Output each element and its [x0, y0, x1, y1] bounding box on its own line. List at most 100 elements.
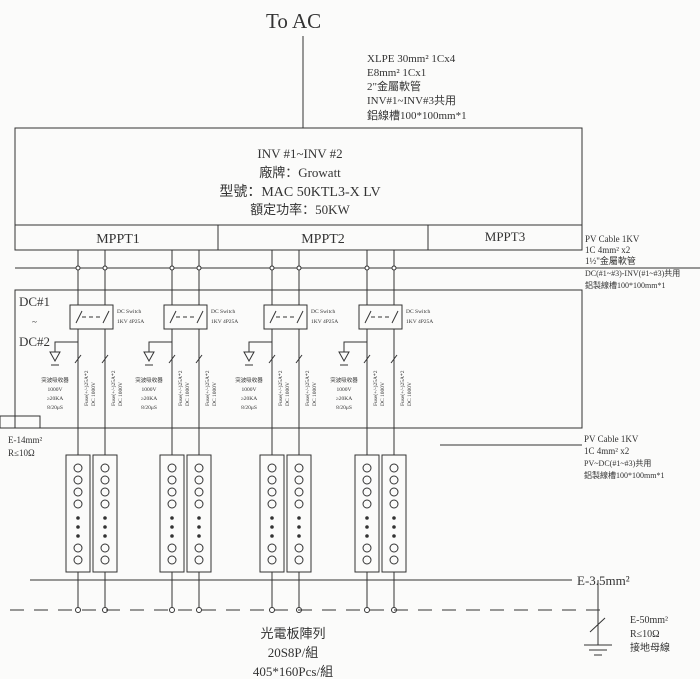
ellipsis-dot — [270, 534, 274, 538]
switch-label: DC Switch — [311, 309, 336, 315]
dc-cable-line: PV Cable 1KV — [585, 234, 640, 244]
switch-blade — [196, 310, 204, 324]
fuse-label: DC 1000V — [407, 382, 413, 406]
spd-label: 8/20μS — [141, 405, 157, 411]
ellipsis-dot — [270, 516, 274, 520]
spd-label: 1000V — [48, 387, 63, 393]
surge-arrester-icon — [243, 351, 255, 363]
fuse-label: Fuse(+/-)25A*2 — [277, 370, 284, 406]
switch-blade — [102, 310, 110, 324]
dc-cable-line: 鋁製線槽100*100mm*1 — [585, 280, 665, 290]
terminal-dot — [169, 265, 175, 271]
pv-string-panel — [186, 454, 212, 573]
ac-cable-line: 鋁線槽100*100mm*1 — [367, 108, 467, 122]
switch-label: 1KV 4P25A — [211, 319, 238, 325]
dc-cable-line: DC(#1~#3)-INV(#1~#3)共用 — [585, 269, 680, 278]
pv-module-icon — [73, 555, 83, 565]
pv-module-icon — [294, 543, 304, 553]
pv-module-icon — [194, 543, 204, 553]
ellipsis-dot — [103, 516, 107, 520]
pv-module-icon — [389, 475, 399, 485]
fuse-icon — [195, 354, 203, 364]
fuse-label: DC 1000V — [185, 382, 191, 406]
spd-label: ≥20KA — [141, 396, 157, 402]
ellipsis-dot — [103, 534, 107, 538]
spd-lead — [248, 341, 272, 352]
fuse-label: Fuse(+/-)25A*2 — [399, 370, 406, 406]
fuse-label: DC 1000V — [380, 382, 386, 406]
ellipsis-dot — [103, 525, 107, 529]
spd-label: ≥20KA — [47, 396, 63, 402]
fuse-icon — [390, 354, 398, 364]
dc-box-label: DC#1 ~ DC#2 — [19, 294, 50, 349]
pv-module-icon — [362, 499, 372, 509]
pv-module-icon — [362, 475, 372, 485]
terminal-dot — [269, 607, 275, 613]
inverter-model-range: INV #1~INV #2 — [257, 146, 342, 161]
dc1-label: DC#1 — [19, 294, 50, 309]
main-ground-resistance: R≤10Ω — [630, 629, 660, 640]
ground-wire-size: E-14mm² — [8, 435, 42, 445]
pv-module-icon — [100, 555, 110, 565]
pv-module-icon — [73, 463, 83, 473]
ellipsis-dot — [297, 534, 301, 538]
pv-module-icon — [362, 463, 372, 473]
terminal-dot — [102, 265, 108, 271]
inverter-rating: 額定功率：50KW — [250, 202, 350, 217]
switch-blade — [269, 310, 277, 324]
pv-module-icon — [194, 463, 204, 473]
pv-module-icon — [73, 487, 83, 497]
switch-label: 1KV 4P25A — [311, 319, 338, 325]
spd-label: 突波吸收器 — [330, 376, 358, 384]
pv-module-icon — [362, 487, 372, 497]
inverter-brand: 廠牌：Growatt — [259, 165, 341, 180]
spd-label: 8/20μS — [241, 405, 257, 411]
spd-lead — [343, 341, 367, 352]
ellipsis-dot — [197, 516, 201, 520]
pv-cable-line: PV Cable 1KV — [584, 434, 639, 444]
pv-module-icon — [167, 475, 177, 485]
switch-blade — [169, 310, 177, 324]
main-ground-bus: 接地母線 — [630, 641, 670, 654]
array-title: 光電板陣列 — [260, 626, 325, 641]
terminal-dot — [196, 607, 202, 613]
pv-module-icon — [73, 499, 83, 509]
ellipsis-dot — [392, 525, 396, 529]
pv-module-icon — [100, 499, 110, 509]
pv-module-icon — [100, 463, 110, 473]
pv-module-icon — [167, 463, 177, 473]
fuse-icon — [101, 354, 109, 364]
terminal-dot — [196, 265, 202, 271]
pv-module-icon — [294, 555, 304, 565]
ground-resistance: R≤10Ω — [8, 448, 35, 458]
ellipsis-dot — [392, 534, 396, 538]
ellipsis-dot — [197, 534, 201, 538]
pv-module-icon — [267, 555, 277, 565]
pv-cable-spec: PV Cable 1KV 1C 4mm² x2 PV~DC(#1~#3)共用 鋁… — [584, 434, 664, 480]
ac-cable-line: XLPE 30mm² 1Cx4 — [367, 53, 456, 65]
pv-cable-line: 鋁製線槽100*100mm*1 — [584, 470, 664, 480]
ground-terminal — [0, 415, 41, 429]
ac-cable-line: E8mm² 1Cx1 — [367, 67, 426, 79]
fuse-label: Fuse(+/-)25A*2 — [177, 370, 184, 406]
pv-module-icon — [389, 499, 399, 509]
pv-module-icon — [389, 543, 399, 553]
pv-module-icon — [194, 487, 204, 497]
terminal-dot — [364, 265, 370, 271]
pv-module-icon — [294, 487, 304, 497]
pv-cable-line: PV~DC(#1~#3)共用 — [584, 459, 651, 468]
pv-module-icon — [362, 555, 372, 565]
to-ac-label: To AC — [266, 9, 321, 33]
pv-module-icon — [100, 487, 110, 497]
pv-module-icon — [167, 555, 177, 565]
main-ground-size: E-50mm² — [630, 615, 668, 626]
pv-module-icon — [167, 499, 177, 509]
terminal-dot — [75, 265, 81, 271]
dc-cable-line: 1C 4mm² x2 — [585, 245, 630, 255]
array-count: 405*160Pcs/組 — [253, 664, 333, 679]
string-group — [143, 250, 212, 613]
pv-module-icon — [100, 543, 110, 553]
pv-string-panel — [354, 454, 380, 573]
